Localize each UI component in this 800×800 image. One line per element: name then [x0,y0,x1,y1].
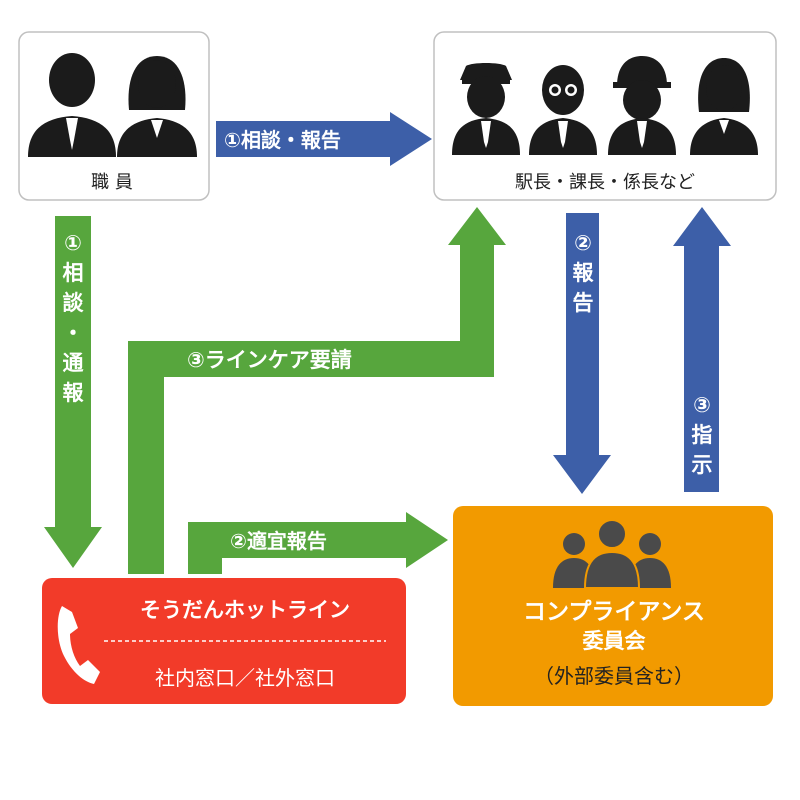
arrow-managers-to-committee: ② 報告 [553,213,611,494]
arrow-staff-to-managers-num: ① [224,128,241,152]
arrow-staff-to-managers-text: 相談・報告 [241,128,341,152]
managers-label: 駅長・課長・係長など [515,172,695,193]
arrow-label-char: 指 [692,423,713,447]
group-people-icon [553,519,671,589]
managers-node: 駅長・課長・係長など [433,31,777,201]
staff-label: 職 員 [91,172,133,193]
hotline-title: そうだんホットライン [140,598,350,622]
arrow-staff-to-managers: ①相談・報告 [216,112,432,166]
arrow-label-char: ・ [63,321,84,345]
committee-box [453,506,773,706]
arrow-staff-to-hotline-label: ① 相談・通報 [63,231,85,405]
arrow-label-char: ③ [693,393,711,417]
two-staff-people-icon [28,53,197,157]
arrow-hotline-to-managers-text: ラインケア要請 [205,348,352,372]
arrow-label-char: 通 [63,351,84,375]
arrow-managers-to-committee-label: ② 報告 [573,231,595,315]
arrow-label-char: ② [574,231,592,255]
arrow-hotline-to-committee-label: ②適宜報告 [230,529,327,553]
arrow-label-char: 談 [63,291,85,315]
staff-node: 職 員 [18,31,210,201]
arrow-label-char: ① [64,231,82,255]
arrow-label-char: 示 [692,453,713,477]
arrow-staff-to-managers-label: ①相談・報告 [224,128,341,152]
committee-title-line2: 委員会 [582,629,646,653]
arrow-label-char: 報 [63,381,85,405]
arrow-hotline-to-managers-num: ③ [187,348,205,372]
arrow-committee-to-managers-label: ③ 指示 [692,393,713,477]
hotline-subtitle: 社内窓口／社外窓口 [155,666,335,690]
arrow-staff-to-hotline: ① 相談・通報 [44,216,102,568]
arrow-label-char: 告 [573,291,594,315]
arrow-hotline-to-committee-num: ② [230,529,247,553]
arrow-hotline-to-managers-label: ③ラインケア要請 [187,348,352,372]
arrow-hotline-to-committee: ②適宜報告 [188,512,448,574]
hotline-node: そうだんホットライン 社内窓口／社外窓口 [42,578,406,704]
managers-box [433,31,777,201]
committee-title-line1: コンプライアンス [523,599,705,625]
arrow-label-char: 報 [573,261,595,285]
arrow-label-char: 相 [63,261,84,285]
telephone-icon [57,606,100,684]
four-manager-people-icon [452,56,758,155]
arrow-hotline-to-committee-text: 適宜報告 [247,529,327,553]
arrow-committee-to-managers: ③ 指示 [673,207,731,492]
arrow-hotline-to-managers: ③ラインケア要請 [128,207,506,574]
committee-subtitle: （外部委員含む） [534,664,694,688]
committee-node: コンプライアンス 委員会 （外部委員含む） [453,506,773,706]
